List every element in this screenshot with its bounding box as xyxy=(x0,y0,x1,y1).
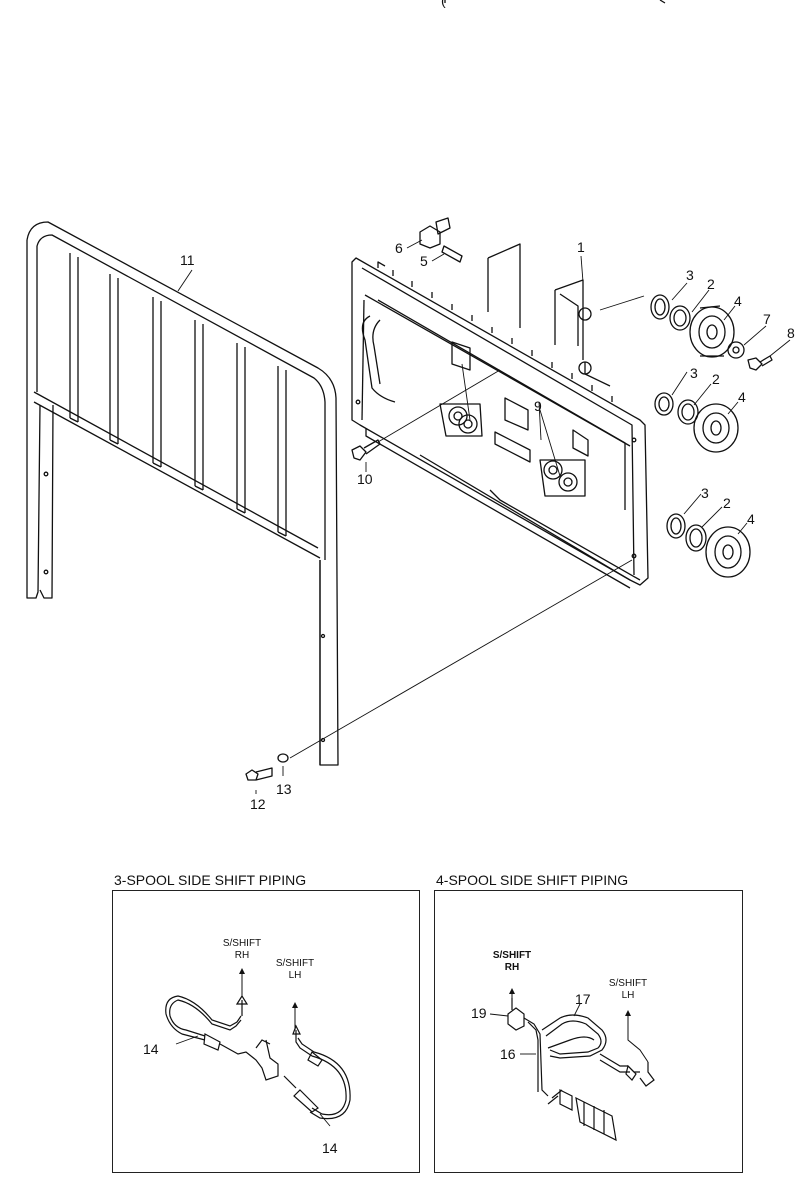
callout-9: 9 xyxy=(534,398,542,414)
bolt-12-drawing xyxy=(245,767,273,781)
callout-3: 3 xyxy=(690,365,698,381)
s-shift-rh-label-line2: RH xyxy=(234,950,250,961)
s-shift-lh-label-line1: S/SHIFT xyxy=(275,958,315,969)
callout-13: 13 xyxy=(276,781,292,797)
leader-lines xyxy=(177,239,791,794)
bolt-10-drawing xyxy=(351,439,381,461)
callout-11: 11 xyxy=(180,252,195,268)
s-shift-rh-label-line1: S/SHIFT xyxy=(222,938,262,949)
panel-4spool xyxy=(434,890,743,1173)
callout-2: 2 xyxy=(723,495,731,511)
s-shift-lh-label-line2: LH xyxy=(288,970,302,981)
callout-12: 12 xyxy=(250,796,266,812)
callout-4: 4 xyxy=(738,389,746,405)
bolt-8-drawing xyxy=(747,355,773,371)
fittings-drawing xyxy=(419,217,463,263)
washer-13-drawing xyxy=(277,753,289,763)
callout-10: 10 xyxy=(357,471,373,487)
callout-6: 6 xyxy=(395,240,403,256)
callout-14: 14 xyxy=(143,1041,159,1057)
callout-14: 14 xyxy=(322,1140,338,1156)
s-shift-lh-label-line2: LH xyxy=(621,990,635,1001)
panel-3spool-title: 3-SPOOL SIDE SHIFT PIPING xyxy=(114,872,307,888)
panel-3spool xyxy=(112,890,420,1173)
side-shift-frame-drawing xyxy=(351,243,649,589)
panel-4spool-title: 4-SPOOL SIDE SHIFT PIPING xyxy=(436,872,629,888)
bearings-drawing xyxy=(650,294,751,578)
load-backrest-drawing xyxy=(26,221,339,766)
s-shift-lh-label-line1: S/SHIFT xyxy=(608,978,648,989)
header-fragment-marks xyxy=(444,0,666,4)
callout-3: 3 xyxy=(686,267,694,283)
callout-8: 8 xyxy=(787,325,795,341)
piping-4spool-drawing xyxy=(507,998,655,1142)
callout-4: 4 xyxy=(747,511,755,527)
callout-7: 7 xyxy=(763,311,771,327)
callout-3: 3 xyxy=(701,485,709,501)
s-shift-rh-label-line1: S/SHIFT xyxy=(492,950,532,961)
callout-5: 5 xyxy=(420,253,428,269)
s-shift-rh-label-line2: RH xyxy=(504,962,520,973)
callout-16: 16 xyxy=(500,1046,516,1062)
callout-2: 2 xyxy=(712,371,720,387)
callout-2: 2 xyxy=(707,276,715,292)
callout-1: 1 xyxy=(577,239,585,255)
callout-19: 19 xyxy=(471,1005,487,1021)
callout-4: 4 xyxy=(734,293,742,309)
callout-17: 17 xyxy=(575,991,591,1007)
header-fragment: ( xyxy=(441,0,446,8)
